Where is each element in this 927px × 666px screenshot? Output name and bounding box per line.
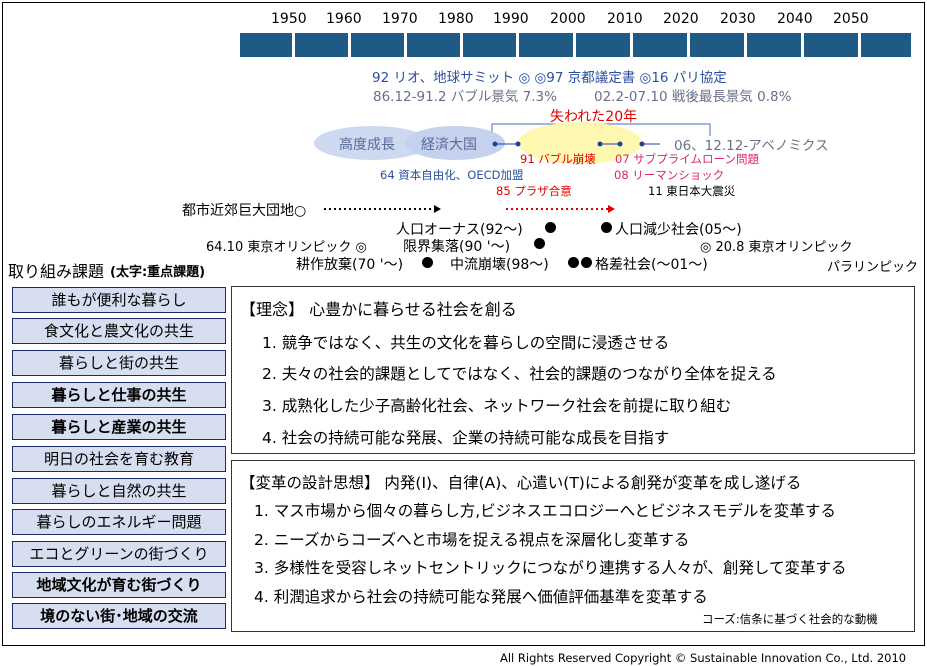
philosophy-item: 1. 競争ではなく、共生の文化を暮らしの空間に浸透させる [262,334,670,352]
issue-item: 暮らしと産業の共生 [12,414,226,440]
issue-item: 暮らしと街の共生 [12,350,226,376]
earthquake: 11 東日本大震災 [648,184,736,198]
year-label: 1970 [382,11,418,27]
decline-marker [601,222,612,233]
event-markers [492,141,660,147]
philosophy-item: 2. 夫々の社会的課題としてではなく、社会的課題のつながり全体を捉える [262,365,777,383]
reform-title: 【変革の設計思想】 内発(I)、自律(A)、心遣い(T)による創発が変革を成し遂… [240,474,802,492]
philosophy-panel: 【理念】 心豊かに暮らせる社会を創る 1. 競争ではなく、共生の文化を暮らしの空… [231,286,915,454]
year-label: 2000 [550,11,586,27]
summit-events: 92 リオ、地球サミット ◎ ◎97 京都議定書 ◎16 パリ協定 [372,70,727,86]
reform-item: 3. 多様性を受容しネットセントリックにつながり連携する人々が、創発して変革する [254,559,847,577]
middle-marker [568,257,579,268]
issue-item: 明日の社会を育む教育 [12,446,226,472]
issue-item: 食文化と農文化の共生 [12,318,226,344]
year-label: 2020 [663,11,699,27]
bubble-collapse: 91 バブル崩壊 [520,152,596,166]
philosophy-title: 【理念】 心豊かに暮らせる社会を創る [240,300,517,319]
farmland-abandonment: 耕作放棄(70 '〜) [296,257,404,273]
bubble-economy: 86.12-91.2 バブル景気 7.3% [373,89,557,105]
issue-item: 境のない街･地域の交流 [12,603,226,629]
trend-arrows [324,205,615,213]
middle-class-collapse: 中流崩壊(98〜) [450,257,549,273]
issue-item: 暮らしと自然の共生 [12,478,226,504]
reform-panel: 【変革の設計思想】 内発(I)、自律(A)、心遣い(T)による創発が変革を成し遂… [231,460,915,632]
year-label: 1980 [438,11,474,27]
philosophy-item: 3. 成熟化した少子高齢化社会、ネットワーク社会を前提に取り組む [262,397,732,415]
copyright-footer: All Rights Reserved Copyright © Sustaina… [500,651,907,665]
year-label: 1960 [326,11,362,27]
abenomics: 06、12.12-アベノミクス [674,138,829,154]
lehman-shock: 08 リーマンショック [614,168,725,182]
suburban-danchi: 都市近郊巨大団地○ [182,203,307,219]
issue-item: 地域文化が育む街づくり [12,572,226,598]
year-label: 1990 [493,11,529,27]
tokyo-olympic-2020: ◎ 20.8 東京オリンピック [700,240,853,255]
population-onus: 人口オーナス(92〜) [396,222,523,238]
year-label: 2040 [777,11,813,27]
disparity-society: 格差社会(〜01〜) [595,257,708,273]
year-label: 2050 [833,11,869,27]
postwar-boom: 02.2-07.10 戦後最長景気 0.8% [594,89,792,105]
marginal-village: 限界集落(90 '〜) [403,239,511,255]
issue-item: エコとグリーンの街づくり [12,541,226,567]
philosophy-item: 4. 社会の持続可能な発展、企業の持続可能な成長を目指す [262,429,670,447]
reform-item: 1. マス市場から個々の暮らし方,ビジネスエコロジーへとビジネスモデルを変革する [254,502,836,520]
capital-liberalization: 64 資本自由化、OECD加盟 [380,168,524,182]
issue-item: 暮らしのエネルギー問題 [12,509,226,535]
economic-power-label: 経済大国 [421,137,477,153]
onus-marker [545,222,556,233]
reform-footnote: コーズ:信条に基づく社会的な動機 [702,612,878,626]
subprime-crisis: 07 サブプライムローン問題 [615,152,759,166]
tokyo-olympic-1964: 64.10 東京オリンピック ◎ [206,240,367,255]
growth-ellipses [314,122,642,164]
lost-20-years: 失われた20年 [550,109,638,125]
high-growth-label: 高度成長 [339,137,395,153]
plaza-accord: 85 プラザ合意 [496,184,572,198]
year-label: 2030 [720,11,756,27]
abandon-marker [422,257,433,268]
disparity-marker [581,257,592,268]
issues-heading: 取り組み課題 [8,262,105,281]
diagram-frame [2,2,925,646]
year-label: 1950 [271,11,307,27]
reform-item: 2. ニーズからコーズへと市場を捉える視点を深層化し変革する [254,531,690,549]
year-label: 2010 [607,11,643,27]
issue-item: 誰もが便利な暮らし [12,287,226,313]
genkai-marker [534,238,545,249]
population-decline: 人口減少社会(05〜) [615,222,742,238]
issues-note: (太字:重点課題) [110,265,206,280]
reform-item: 4. 利潤追求から社会の持続可能な発展へ価値評価基準を変革する [254,588,708,606]
issue-item: 暮らしと仕事の共生 [12,382,226,408]
paralympic: パラリンピック [827,260,919,275]
